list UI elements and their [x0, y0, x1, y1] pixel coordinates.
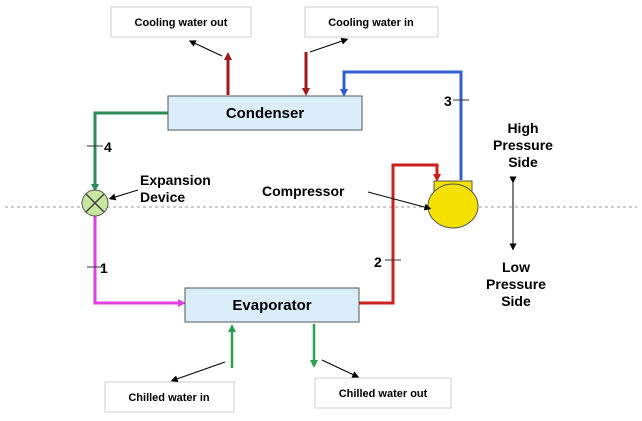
condenser-label: Condenser [226, 105, 305, 122]
expansion-label-line2: Device [140, 189, 185, 205]
low-side-line1: Low [502, 259, 530, 275]
state-point-4: 4 [104, 139, 112, 155]
pointer-chilled-water-out [321, 359, 360, 378]
state-point-3: 3 [444, 93, 452, 109]
high-side-line2: Pressure [493, 137, 553, 153]
state-point-1: 1 [100, 260, 108, 276]
pointer-expansion-device [108, 189, 139, 201]
evaporator-label: Evaporator [232, 297, 311, 314]
pointer-cooling-water-in [309, 37, 349, 53]
compressor-label: Compressor [262, 183, 345, 199]
expansion-valve-icon [81, 189, 109, 217]
low-side-line3: Side [501, 293, 531, 309]
cooling-water-out-tag: Cooling water out [110, 6, 252, 38]
high-side-line1: High [507, 120, 538, 136]
chilled-water-out-tag: Chilled water out [314, 377, 452, 409]
refrigerant-line-4 [91, 111, 168, 192]
refrigerant-line-3 [340, 70, 463, 180]
pointer-chilled-water-in [170, 361, 226, 383]
chilled-water-out-label: Chilled water out [339, 388, 428, 400]
expansion-label-line1: Expansion [140, 172, 211, 188]
refrigerant-line-2 [359, 163, 441, 305]
cooling-water-in-tag: Cooling water in [304, 6, 439, 38]
high-side-line3: Side [508, 154, 538, 170]
cooling-water-out-label: Cooling water out [135, 17, 228, 29]
refrigerant-line-1 [93, 216, 186, 307]
pointer-compressor [367, 191, 432, 211]
chilled-water-in-tag: Chilled water in [104, 381, 235, 413]
pointer-cooling-water-out [188, 40, 223, 57]
compressor-icon [427, 180, 479, 229]
state-point-2: 2 [374, 254, 382, 270]
evaporator-box: Evaporator [184, 287, 360, 323]
cooling-water-in-label: Cooling water in [328, 17, 414, 29]
chilled-water-in-label: Chilled water in [128, 392, 210, 404]
low-side-line2: Pressure [486, 276, 546, 292]
condenser-box: Condenser [167, 95, 363, 131]
